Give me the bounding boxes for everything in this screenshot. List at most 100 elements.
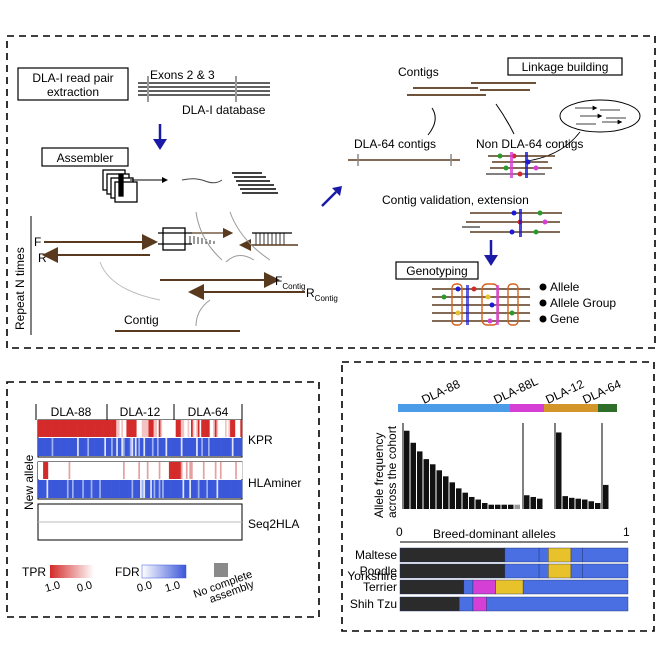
freq-bar — [514, 504, 520, 509]
heat-cell — [60, 462, 63, 479]
freq-bar — [569, 497, 575, 509]
heat-cell — [63, 438, 66, 456]
heat-cell — [89, 480, 91, 498]
breed-segment — [504, 563, 540, 579]
heat-cell — [107, 480, 110, 498]
heat-cell — [43, 480, 46, 498]
heat-cell — [179, 438, 182, 456]
heat-cell — [39, 420, 42, 437]
heat-cell — [134, 420, 137, 437]
heat-cell — [121, 420, 124, 437]
heat-cell — [216, 420, 219, 437]
heat-cell — [41, 462, 44, 479]
heat-cell — [68, 420, 71, 437]
heat-cell — [236, 420, 239, 437]
heat-cell — [170, 462, 173, 479]
heat-cell — [209, 438, 212, 456]
heat-cell — [163, 462, 166, 479]
heat-cell — [160, 462, 163, 479]
heat-cell — [55, 420, 57, 437]
heat-cell — [167, 438, 170, 456]
heatmap-grid — [37, 419, 243, 541]
frequency-bars — [402, 423, 609, 509]
heat-cell — [191, 462, 193, 479]
heat-cell — [95, 462, 98, 479]
heat-cell — [204, 438, 207, 456]
pipeline-frame — [6, 35, 656, 349]
heat-cell — [182, 480, 185, 498]
heat-cell — [112, 480, 115, 498]
heat-cell — [53, 420, 56, 437]
heat-cell — [238, 462, 241, 479]
heat-cell — [46, 462, 49, 479]
heat-cell — [175, 462, 178, 479]
heat-cell — [119, 420, 122, 437]
breed-segment — [472, 596, 487, 612]
heat-cell — [136, 438, 139, 456]
heat-cell — [39, 462, 42, 479]
heat-cell — [85, 462, 88, 479]
heat-cell — [168, 420, 171, 437]
heat-cell — [136, 480, 139, 498]
f-contig-label: FContig — [275, 274, 305, 291]
heat-cell — [233, 438, 236, 456]
heat-cell — [160, 438, 163, 456]
heat-cell — [114, 462, 117, 479]
heat-cell — [197, 462, 200, 479]
heat-cell — [202, 462, 205, 479]
heat-cell — [208, 438, 210, 456]
heat-cell — [168, 462, 171, 479]
heat-cell — [104, 438, 107, 456]
heat-cell — [68, 480, 71, 498]
heat-cell — [225, 462, 227, 479]
heat-cell — [213, 480, 216, 498]
heat-cell — [82, 480, 85, 498]
heat-cell — [89, 462, 91, 479]
heat-cell — [196, 438, 199, 456]
heat-cell — [138, 480, 141, 498]
down-arrow-icon — [153, 124, 167, 150]
curve-b — [195, 211, 223, 261]
heat-cell — [44, 420, 47, 437]
heat-cell — [180, 462, 183, 479]
heat-cell — [128, 438, 131, 456]
heat-cell — [206, 480, 209, 498]
breed-segment — [582, 547, 629, 563]
diagonal-arrow-icon — [321, 186, 342, 207]
heat-cell — [90, 420, 93, 437]
legend-allele: Allele — [550, 280, 580, 294]
heat-cell — [136, 420, 139, 437]
f-label: F — [34, 235, 41, 249]
heat-cell — [216, 480, 219, 498]
heat-cell — [80, 462, 83, 479]
heat-cell — [73, 480, 76, 498]
heat-cell — [236, 462, 239, 479]
heat-cell — [162, 480, 165, 498]
heat-cell — [60, 480, 63, 498]
heat-cell — [145, 438, 148, 456]
heat-cell — [168, 480, 171, 498]
heat-cell — [143, 480, 146, 498]
heat-cell — [196, 462, 199, 479]
heat-cell — [80, 420, 83, 437]
heat-cell — [121, 480, 124, 498]
heat-cell — [38, 480, 40, 498]
heat-cell — [82, 420, 85, 437]
heat-cell — [97, 480, 100, 498]
heat-cell — [123, 438, 125, 456]
heat-cell — [65, 480, 68, 498]
heat-cell — [185, 420, 188, 437]
heat-cell — [148, 480, 151, 498]
heat-cell — [235, 420, 238, 437]
heat-cell — [60, 420, 63, 437]
ylabel-line2: across the cohort — [385, 425, 399, 518]
heat-cell — [78, 438, 81, 456]
heat-cell — [202, 420, 205, 437]
heat-cell — [163, 420, 166, 437]
heat-cell — [209, 480, 212, 498]
ylabel-line1: Allele frequency — [372, 433, 386, 518]
contigs-label: Contigs — [398, 65, 439, 79]
heat-cell — [77, 420, 80, 437]
heat-cell — [145, 420, 148, 437]
